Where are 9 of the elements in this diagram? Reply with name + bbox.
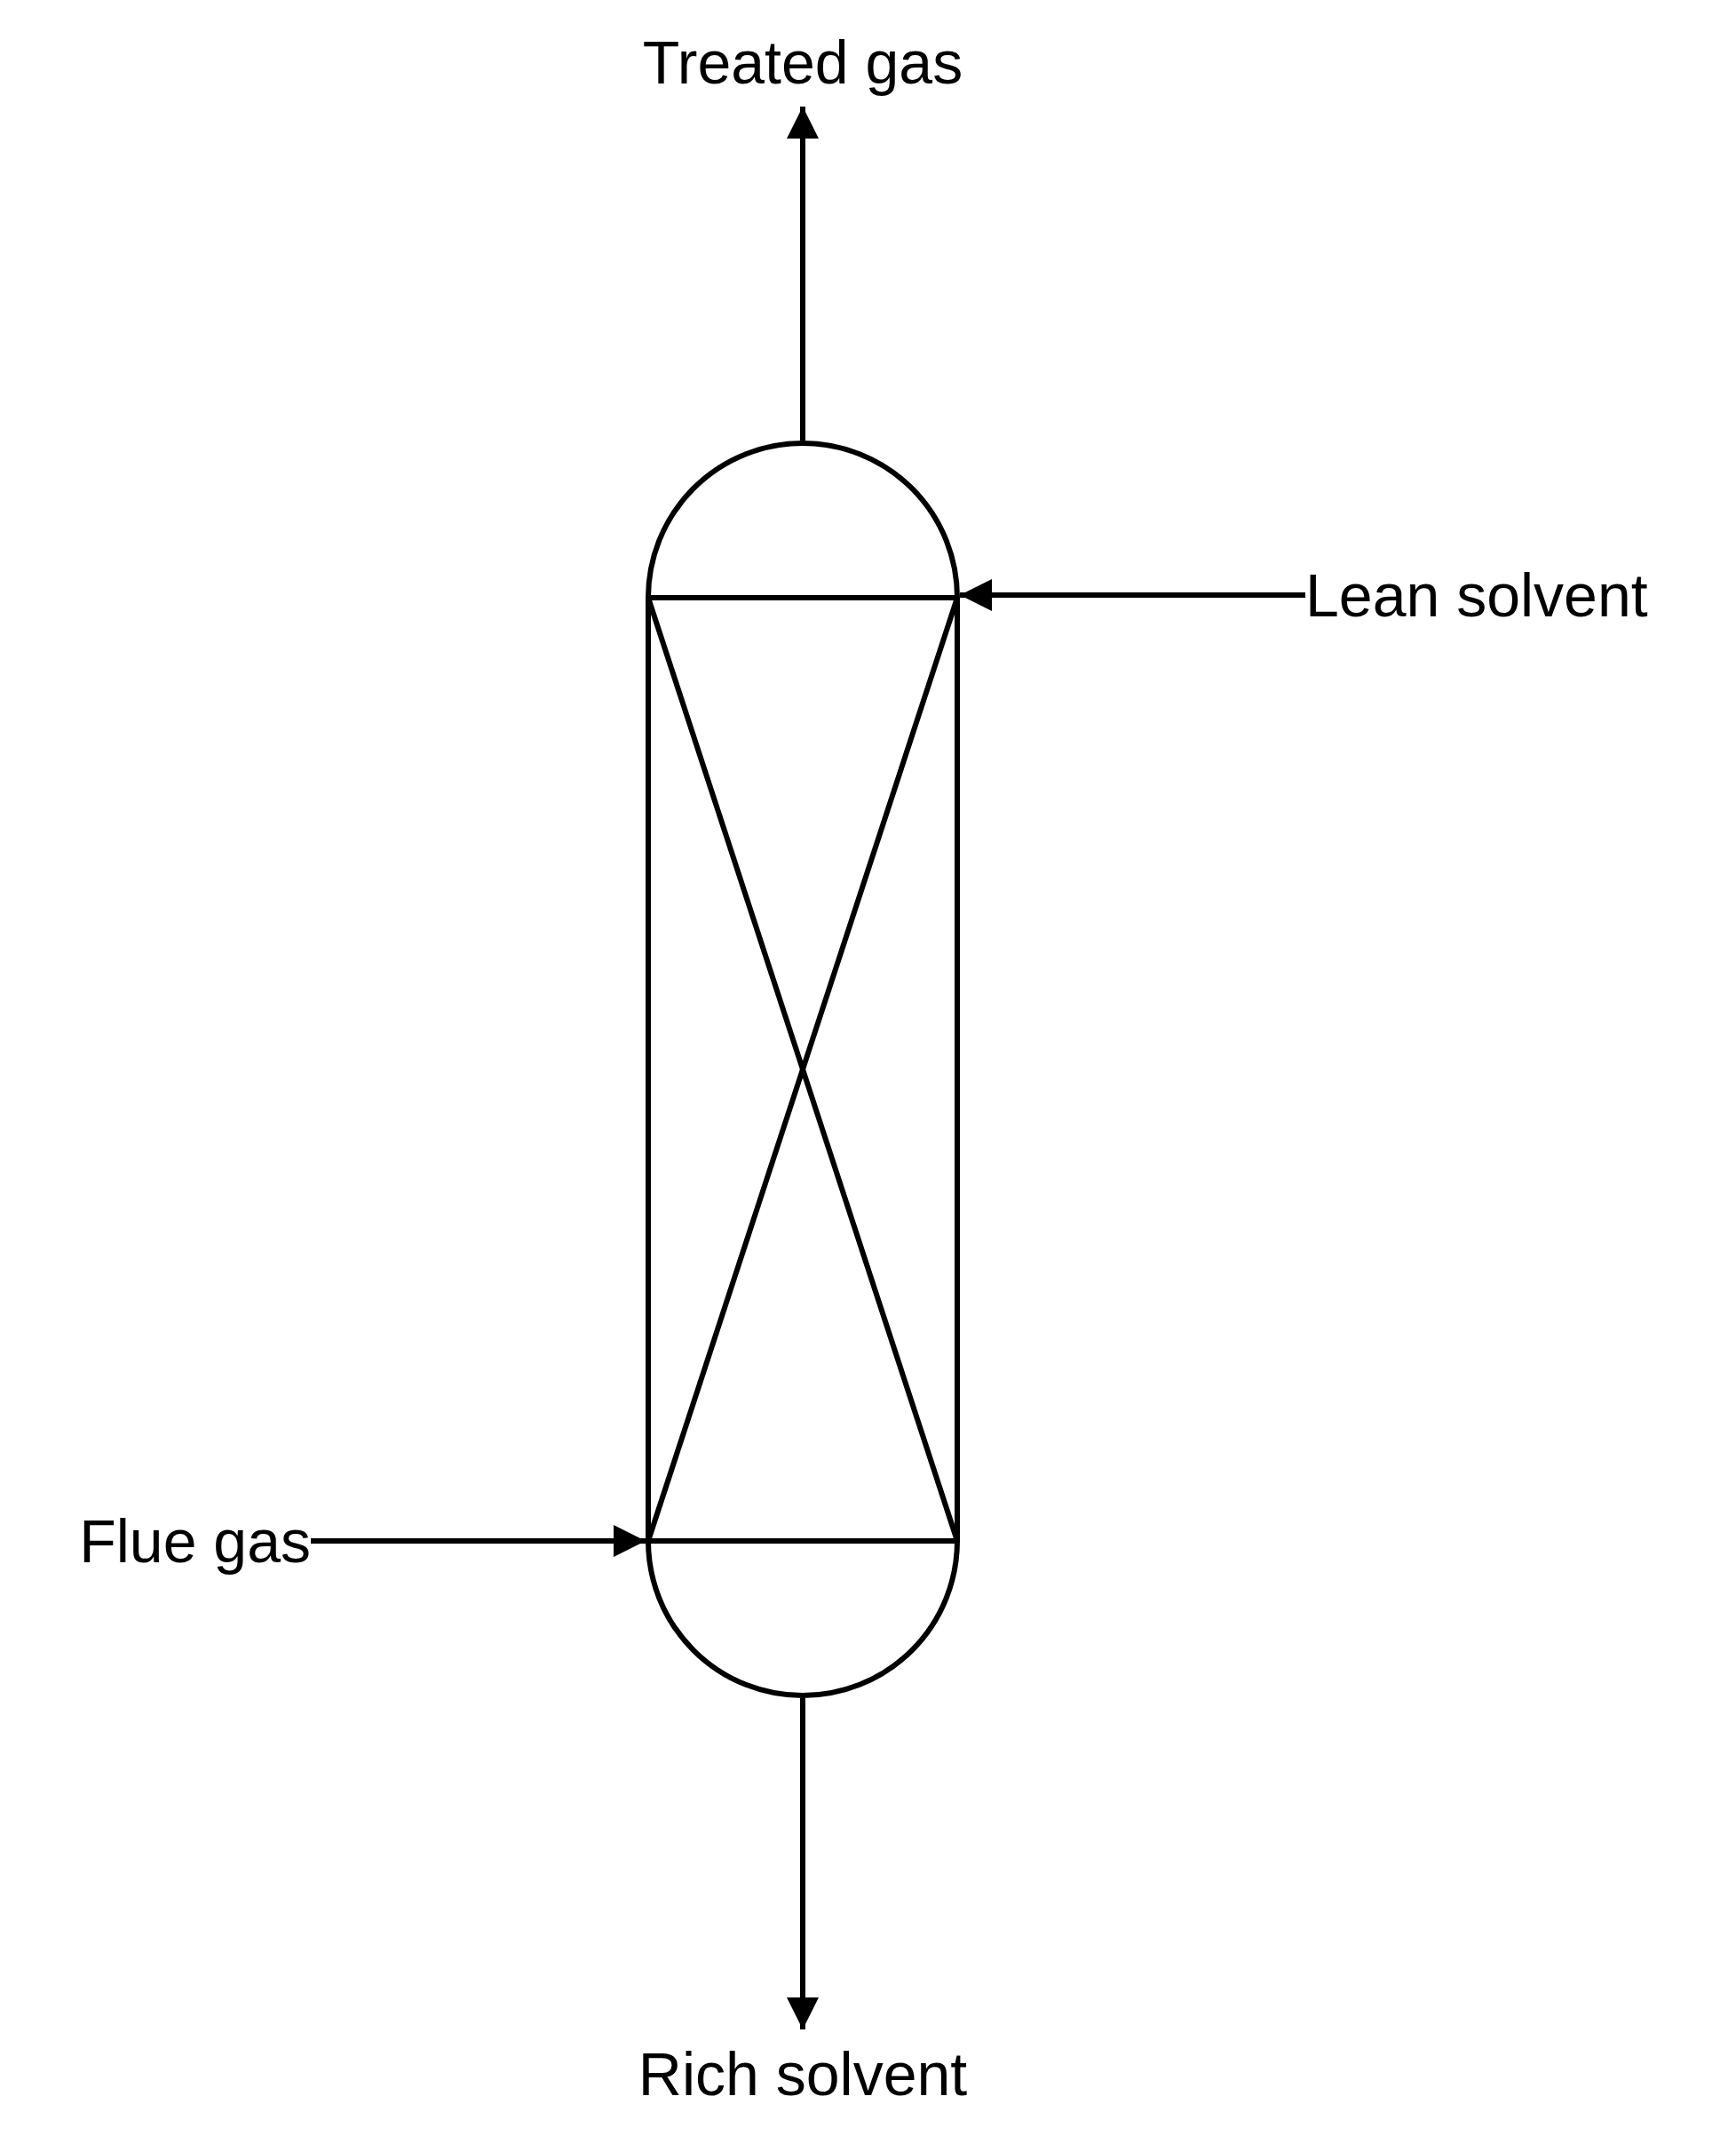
packed-column-drawing [646, 441, 960, 1698]
arrow [311, 1525, 646, 1557]
stream-label: Lean solvent [1305, 551, 1723, 639]
stream-label: Flue gas [18, 1497, 311, 1585]
stream-label: Rich solvent [590, 2029, 1016, 2118]
arrow [960, 579, 1305, 611]
arrow [787, 1698, 819, 2029]
arrow [787, 107, 819, 441]
stream-label: Treated gas [598, 18, 1007, 107]
